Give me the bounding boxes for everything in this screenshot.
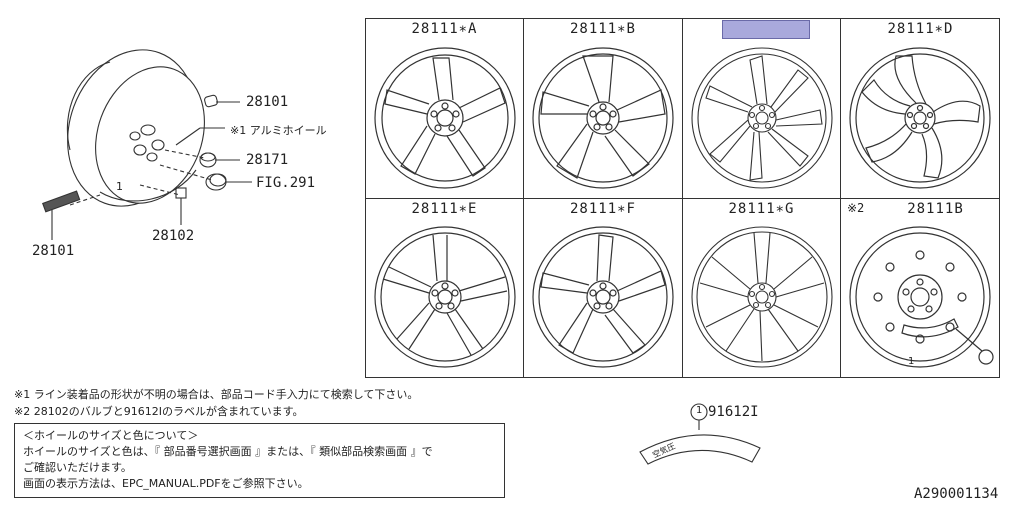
wheel-code-d: 28111∗D (887, 21, 954, 37)
wheel-code-f: 28111∗F (569, 201, 636, 217)
leader-number: 1 (116, 180, 123, 193)
wheel-cell-h[interactable]: ※2 28111B 1 (841, 199, 1000, 377)
wheel-e-icon (374, 226, 516, 368)
info-line-2: ご確認いただけます。 (23, 461, 132, 474)
note2-marker: ※2 (847, 201, 865, 215)
wheel-cell-d[interactable]: 28111∗D (841, 19, 1000, 199)
info-heading: ＜ホイールのサイズと色について＞ (23, 429, 199, 442)
info-line-1: ホイールのサイズと色は、『 部品番号選択画面 』または、『 類似部品検索画面 』… (23, 445, 433, 458)
wheel-code-h: 28111B (907, 201, 964, 217)
wheel-code-a: 28111∗A (411, 21, 478, 37)
wheel-g-icon (691, 226, 833, 368)
wheel-exploded-diagram (42, 49, 252, 240)
wheel-code-g: 28111∗G (728, 201, 795, 217)
info-line-3: 画面の表示方法は、EPC_MANUAL.PDFをご参照下さい。 (23, 477, 309, 490)
note-1: ※1 ライン装着品の形状が不明の場合は、部品コード手入力にて検索して下さい。 (14, 388, 419, 401)
wheel-f-icon (532, 226, 674, 368)
wheel-cell-g[interactable]: 28111∗G (683, 199, 841, 377)
wheel-cell-e[interactable]: 28111∗E (366, 199, 524, 377)
steel-wheel-callout: 1 (908, 356, 915, 367)
wheel-cell-a[interactable]: 28111∗A (366, 19, 524, 199)
wheel-a-icon (374, 47, 516, 189)
wheel-info-box: ＜ホイールのサイズと色について＞ ホイールのサイズと色は、『 部品番号選択画面 … (14, 423, 505, 498)
part-label-28171: 28171 (246, 152, 289, 168)
wheel-b-icon (532, 47, 674, 189)
part-label-28102: 28102 (152, 228, 195, 244)
wheel-c-code-highlight[interactable] (722, 20, 810, 39)
diagram-id: A290001134 (914, 486, 999, 502)
part-label-28101-weight: 28101 (32, 243, 75, 259)
wheel-selection-grid: 28111∗A 28111∗B 28111 (365, 18, 1000, 378)
part-label-wheel-note: ※1 アルミホイール (230, 124, 327, 137)
wheel-c-icon (691, 47, 833, 189)
wheel-d-icon (849, 47, 991, 189)
wheel-cell-b[interactable]: 28111∗B (524, 19, 683, 199)
wheel-code-e: 28111∗E (411, 201, 478, 217)
wheel-code-b: 28111∗B (569, 21, 636, 37)
label-part-code: 91612I (708, 404, 759, 420)
steel-wheel-icon (849, 226, 994, 368)
wheel-cell-c[interactable] (683, 19, 841, 199)
note-2: ※2 28102のバルブと91612Iのラベルが含まれています。 (14, 405, 304, 418)
part-label-28101-cap: 28101 (246, 94, 289, 110)
part-label-fig291: FIG.291 (256, 175, 316, 191)
pressure-label-diagram (639, 403, 761, 465)
label-callout-num: 1 (696, 405, 703, 416)
wheel-cell-f[interactable]: 28111∗F (524, 199, 683, 377)
